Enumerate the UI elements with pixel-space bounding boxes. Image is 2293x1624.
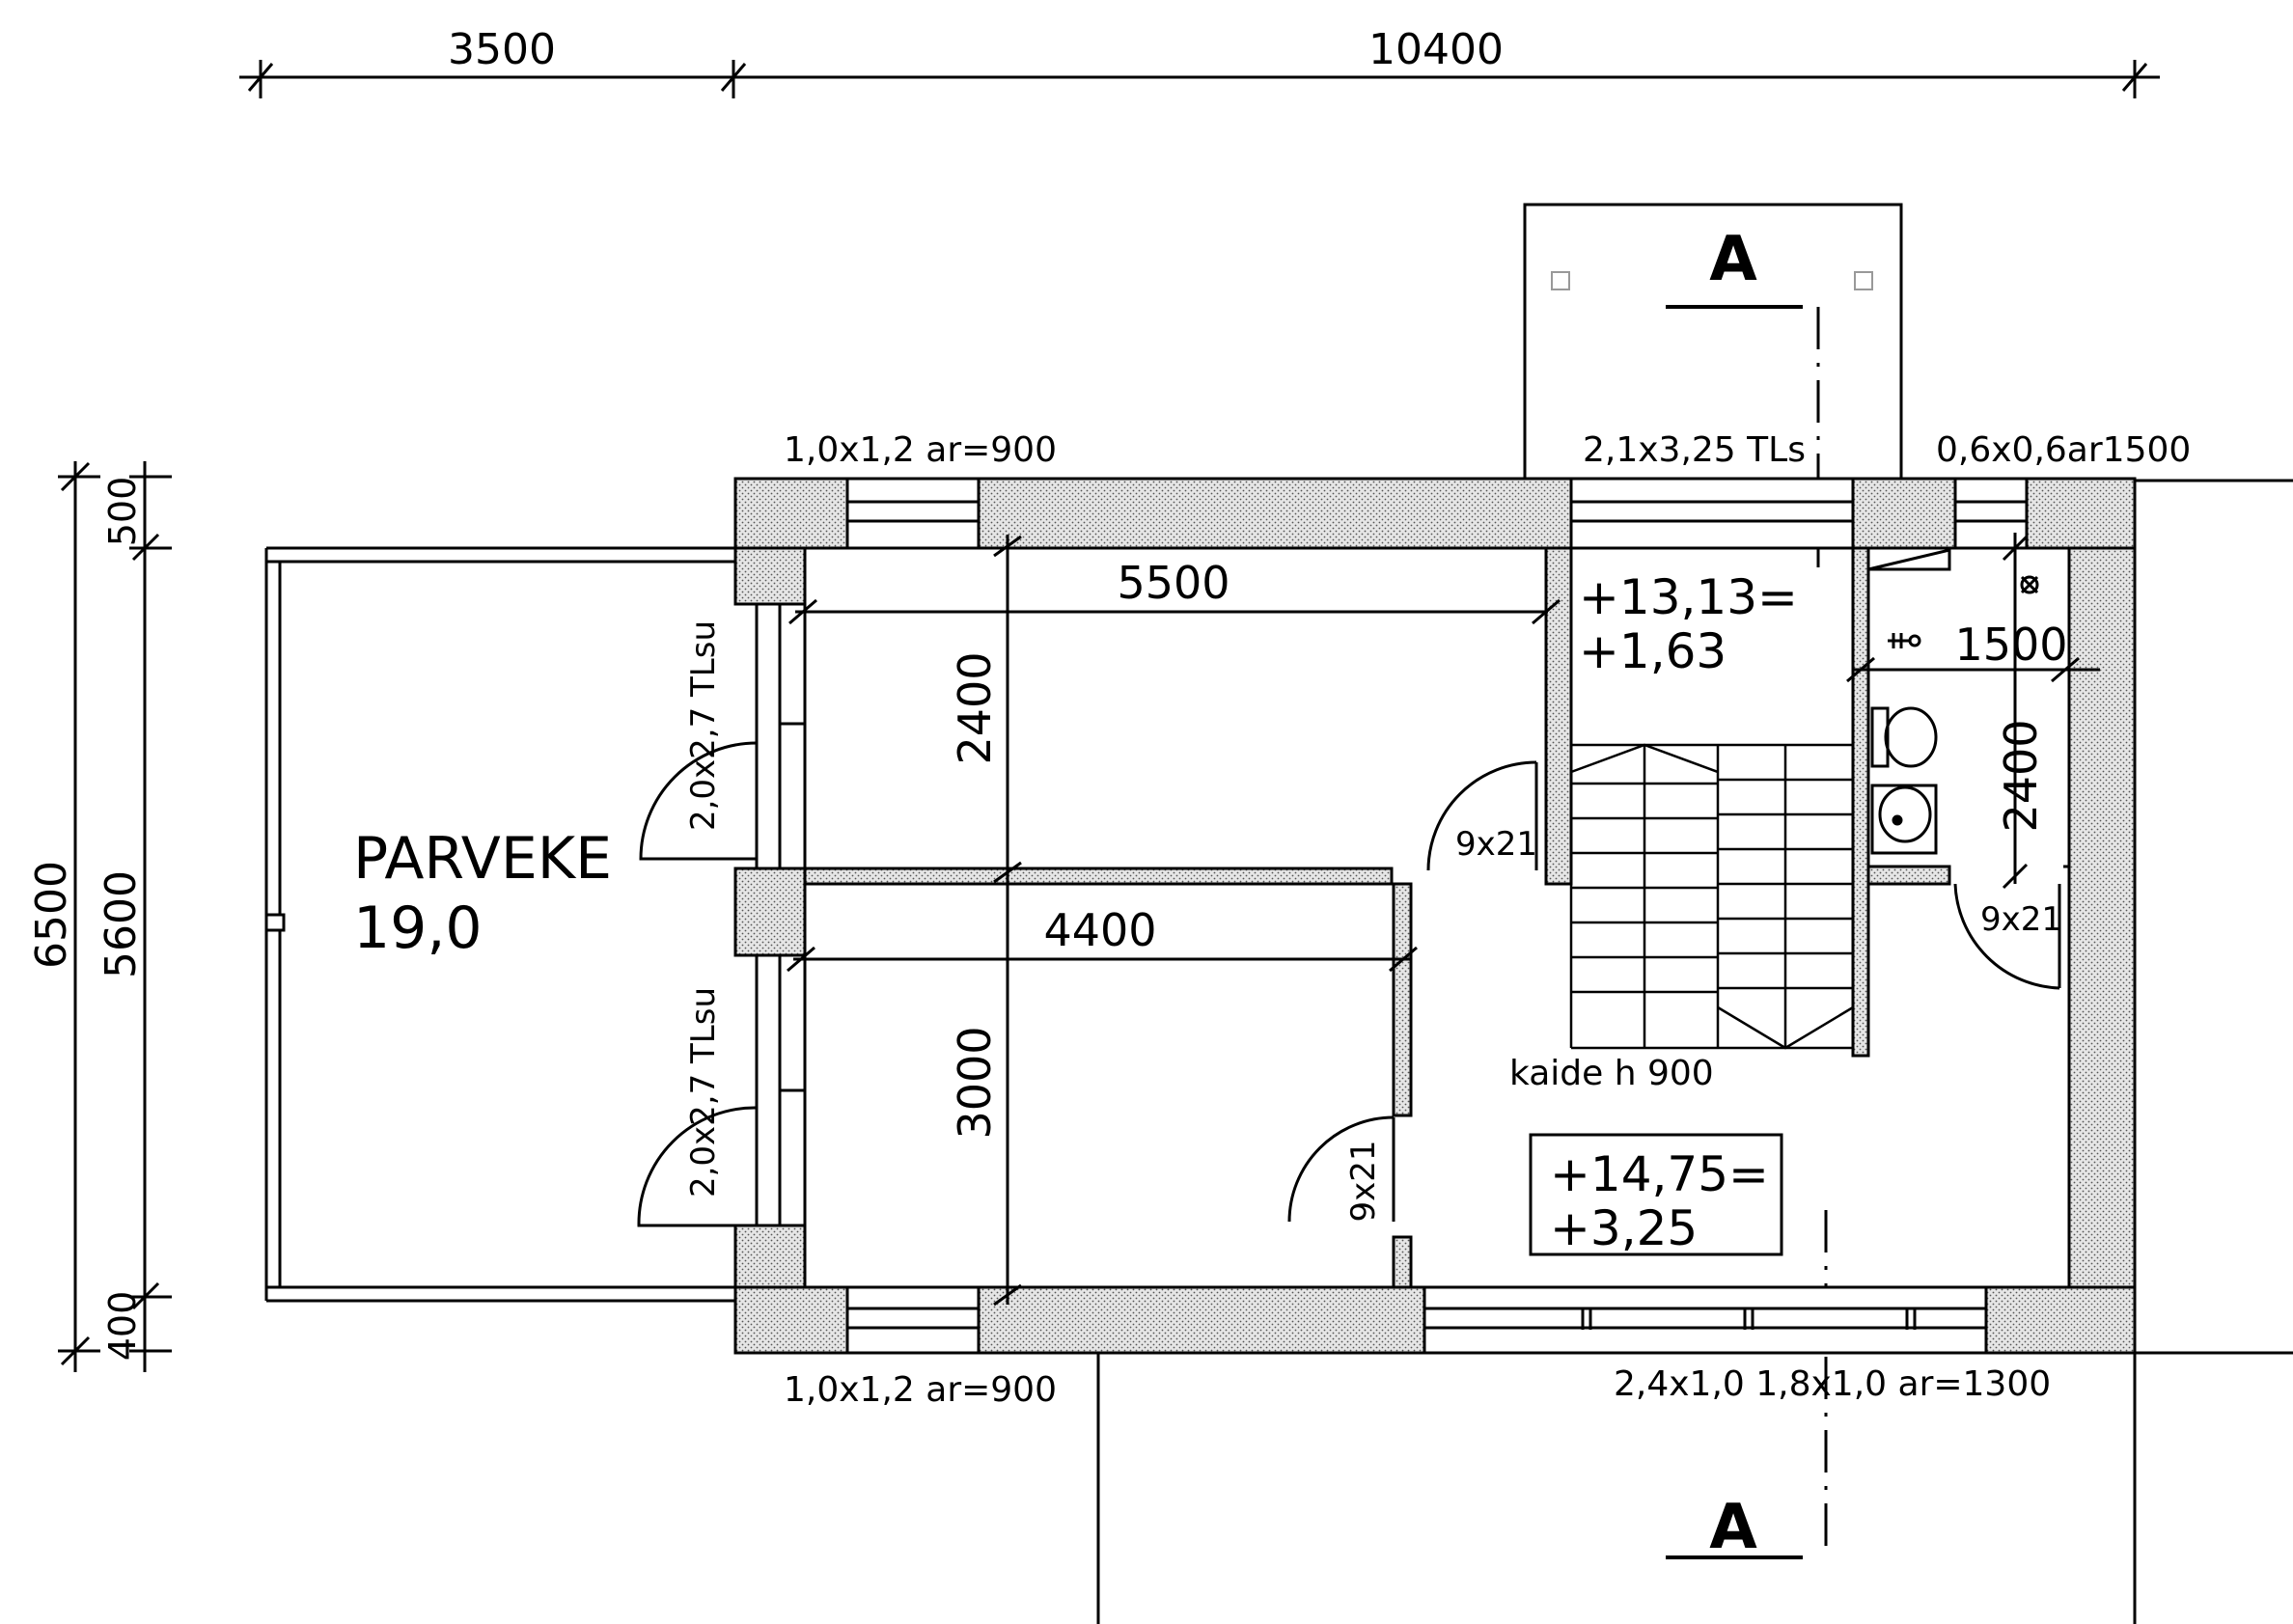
window-label-bottom-left: 1,0x1,2 ar=900: [784, 1370, 1057, 1410]
balcony-name: PARVEKE: [353, 825, 612, 893]
staircase: [1569, 743, 1854, 1050]
interior-walls: [803, 546, 1951, 1289]
toilet-bowl: [1884, 706, 1938, 768]
level-hall-line2: +3,25: [1550, 1200, 1698, 1256]
site-boundary-lines: [1096, 479, 2293, 1624]
dim-left-top: 500: [101, 477, 144, 547]
sink-cabinet: [1870, 784, 1938, 855]
level-hall-line1: +14,75=: [1550, 1146, 1769, 1202]
stair-treads: [1571, 778, 1853, 994]
dim-lower-room-depth: 3000: [949, 1026, 1001, 1139]
left-dimension-lines: [58, 461, 172, 1372]
top-dimension-line: [239, 60, 2160, 98]
door-label-balcony-upper: 2,0x2,7 TLsu: [684, 620, 723, 831]
window-frames: [845, 477, 2029, 1355]
bath-counter: [1867, 548, 1951, 571]
dim-bath-depth: 2400: [1995, 719, 2047, 832]
section-marker-bottom: A: [1709, 1492, 1757, 1563]
window-label-top-right: 0,6x0,6ar1500: [1936, 430, 2191, 470]
level-stair-line2: +1,63: [1579, 623, 1727, 679]
balcony-door-swings: [637, 741, 759, 1227]
dim-top-right: 10400: [1368, 25, 1504, 74]
dim-upper-room-depth: 2400: [949, 651, 1001, 764]
dim-lower-room-width: 4400: [1043, 904, 1156, 956]
balcony: [264, 546, 735, 1303]
dim-left-total: 6500: [27, 861, 76, 969]
dim-bath-width: 1500: [1954, 619, 2067, 671]
dim-top-left: 3500: [448, 25, 556, 74]
internal-dimension-lines: [787, 533, 2100, 1307]
interior-lines: [803, 546, 2069, 1289]
sink-basin: [1878, 785, 1932, 843]
door-label-balcony-lower: 2,0x2,7 TLsu: [684, 987, 723, 1197]
bathroom-fixtures: [1867, 548, 2039, 855]
door-label-lower-room: 9x21: [1344, 1140, 1383, 1222]
window-label-top-left: 1,0x1,2 ar=900: [784, 430, 1057, 470]
window-label-bottom-right: 2,4x1,0 1,8x1,0 ar=1300: [1614, 1364, 2051, 1404]
dim-left-inner: 5600: [97, 870, 146, 978]
door-label-upper-room: 9x21: [1455, 825, 1537, 864]
toilet-tank: [1870, 706, 1890, 768]
floor-drain: [2020, 575, 2039, 594]
balcony-door-frames: [755, 602, 807, 1227]
dim-left-bottom: 400: [101, 1291, 144, 1362]
porch-post-left: [1551, 271, 1570, 290]
level-hall-box: [1529, 1133, 1783, 1256]
interior-door-swings: [1287, 760, 2061, 1223]
level-stair-line1: +13,13=: [1579, 569, 1798, 625]
railing-note: kaide h 900: [1509, 1054, 1714, 1093]
window-label-top-middle: 2,1x3,25 TLs: [1583, 430, 1806, 470]
exterior-walls: [733, 477, 2137, 1355]
door-label-bath: 9x21: [1980, 900, 2062, 939]
dim-upper-room-width: 5500: [1117, 557, 1229, 609]
section-marker-top: A: [1709, 224, 1757, 295]
balcony-area: 19,0: [353, 895, 483, 962]
porch-post-right: [1854, 271, 1873, 290]
